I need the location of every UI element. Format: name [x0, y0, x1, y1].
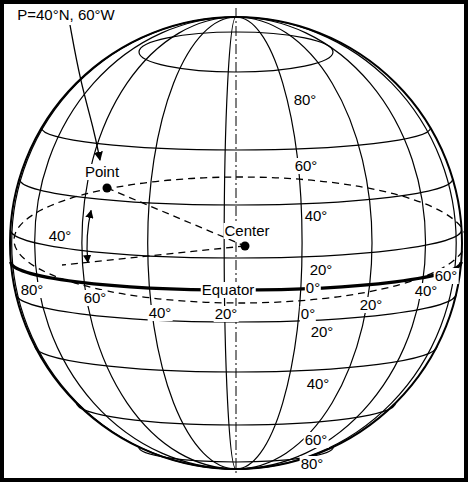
meridian — [82, 17, 236, 469]
latitude-label: 40° — [304, 208, 329, 224]
parallel — [19, 179, 452, 205]
dashed-circle — [14, 177, 466, 303]
parallel — [76, 403, 395, 425]
latitude-label: 60° — [304, 432, 329, 448]
latitude-label: 60° — [294, 158, 319, 174]
meridian — [236, 17, 456, 469]
longitude-label: 0° — [300, 306, 316, 322]
equator-radius — [62, 246, 245, 265]
meridian — [35, 17, 236, 469]
longitude-label: 60° — [434, 268, 459, 284]
meridian — [12, 17, 236, 469]
latitude-label: 0° — [305, 280, 321, 296]
longitude-label: 40° — [148, 305, 173, 321]
longitude-label: 80° — [20, 282, 45, 298]
center-dot — [241, 242, 250, 251]
angle-label: 40° — [48, 228, 73, 244]
coordinate-label: P=40°N, 60°W — [16, 7, 115, 23]
parallel — [35, 346, 437, 372]
equator-label: Equator — [201, 282, 256, 298]
longitude-label: 60° — [83, 290, 108, 306]
latitude-label: 80° — [293, 92, 318, 108]
point-label: Point — [84, 164, 120, 180]
longitude-label: 20° — [359, 297, 384, 313]
meridian — [236, 17, 372, 469]
polar-axis — [236, 8, 237, 476]
center-label: Center — [223, 223, 270, 239]
latitude-label: 20° — [309, 262, 334, 278]
meridian — [148, 17, 236, 469]
meridian — [224, 17, 236, 469]
parallel — [139, 32, 333, 72]
longitude-label: 40° — [414, 283, 439, 299]
latitude-label: 40° — [306, 376, 331, 392]
longitude-label: 20° — [214, 306, 239, 322]
meridian — [236, 17, 426, 469]
meridian — [236, 17, 302, 469]
angle-arc — [87, 210, 91, 262]
point-dot — [103, 184, 112, 193]
latitude-label: 20° — [310, 324, 335, 340]
parallel — [41, 128, 430, 150]
latitude-label: 80° — [300, 456, 325, 472]
leader-arrow — [70, 25, 100, 160]
